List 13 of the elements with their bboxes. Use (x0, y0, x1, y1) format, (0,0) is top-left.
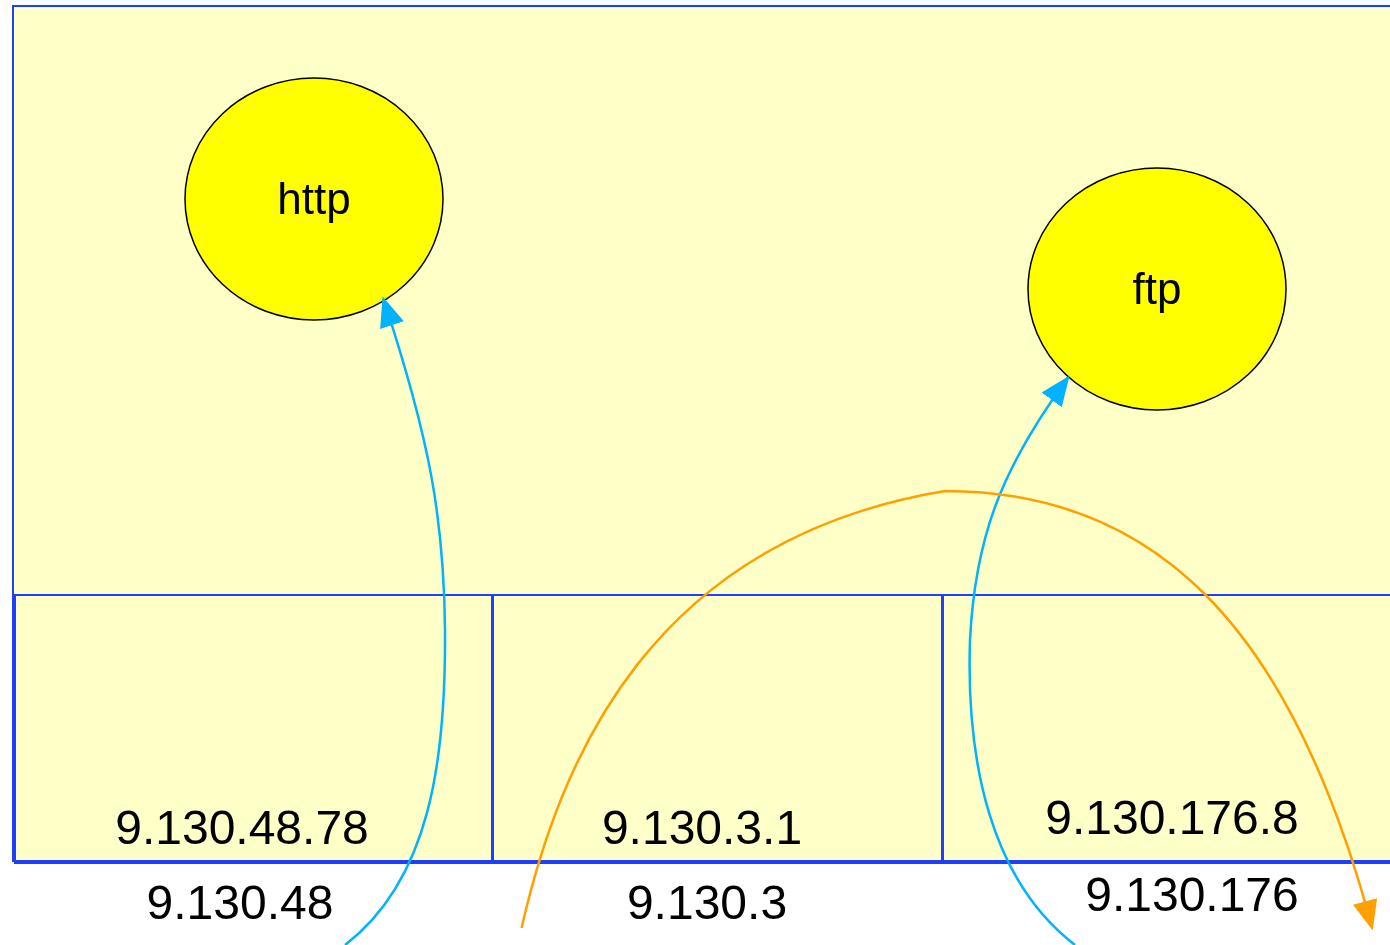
host-address: 9.130.48.78 (114, 800, 370, 856)
host-address: 9.130.3.1 (600, 800, 804, 856)
subnet-label: 9.130.176 (1084, 867, 1300, 923)
arrow (520, 489, 1377, 931)
subnet-label: 9.130.3 (625, 875, 789, 931)
subnet-label: 9.130.48 (145, 875, 335, 931)
service-ellipse (184, 77, 444, 321)
service-ellipse (1027, 167, 1287, 411)
service-label: ftp (1131, 263, 1183, 315)
service-label: http (276, 173, 352, 225)
host-address: 9.130.176.8 (1044, 790, 1300, 846)
arrow (968, 375, 1076, 945)
arrow (344, 296, 447, 945)
